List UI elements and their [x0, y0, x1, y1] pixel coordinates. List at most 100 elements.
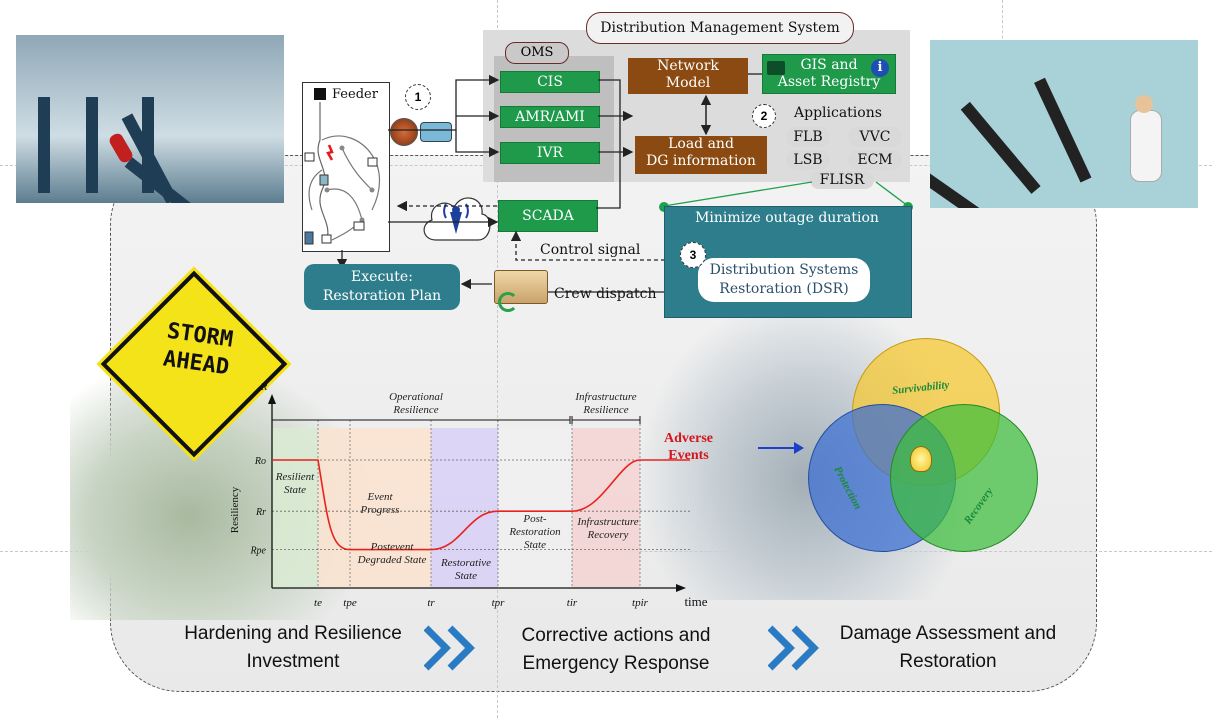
execute-restoration-box: Execute: Restoration Plan: [304, 264, 460, 310]
chart-span-label-4: Resilience: [582, 404, 628, 416]
recycle-arrows-icon: [498, 292, 518, 312]
chart-x-tick-0: te: [314, 597, 322, 609]
adverse-line-2: Events: [668, 448, 709, 463]
stage-corrective: Corrective actions and Emergency Respons…: [478, 622, 754, 678]
ivr-box: IVR: [500, 142, 600, 164]
step-1-badge: 1: [405, 84, 431, 110]
info-icon: i: [871, 59, 889, 77]
double-chevron-icon-2: [768, 625, 819, 671]
chart-region-label-0-1: State: [284, 484, 306, 496]
app-ecm: ECM: [848, 150, 902, 170]
stage-corrective-line-1: Corrective actions and: [521, 625, 711, 646]
resilience-chart: OperationalResilienceInfrastructureResil…: [229, 381, 708, 609]
chart-y-arrow: [268, 394, 276, 404]
chart-x-tick-1: tpe: [343, 597, 357, 609]
app-flb: FLB: [786, 127, 830, 147]
chart-region-label-5-1: Recovery: [587, 529, 629, 541]
guide-line-v1: [497, 0, 498, 718]
chart-span-label-1: Operational: [389, 391, 443, 403]
gis-line-1: GIS and: [800, 57, 858, 73]
stage-damage: Damage Assessment and Restoration: [808, 620, 1088, 676]
computer-icon: [767, 61, 785, 75]
chart-y-label: Resiliency: [229, 486, 241, 533]
feeder-icon: [314, 88, 326, 100]
lightbulb-icon: [910, 446, 932, 472]
chart-y-axis-letter: R: [260, 381, 268, 393]
chart-region-4: [498, 428, 572, 588]
oms-label: OMS: [505, 42, 569, 64]
adverse-line-1: Adverse: [664, 431, 713, 446]
adverse-events-label: Adverse Events: [664, 430, 713, 464]
app-lsb: LSB: [786, 150, 830, 170]
chart-region-label-4-2: State: [524, 539, 546, 551]
chart-resiliency-line: [272, 459, 690, 551]
chart-y-tick-0: Ro: [254, 456, 266, 467]
meter-icon: [390, 118, 418, 146]
chart-region-label-3-0: Restorative: [440, 557, 491, 569]
chart-region-label-4-1: Restoration: [508, 526, 561, 538]
dsr-line-1: Distribution Systems: [709, 262, 859, 278]
feeder-label: Feeder: [332, 87, 378, 102]
chart-span-label-2: Resilience: [392, 404, 438, 416]
step-3-badge: 3: [680, 242, 706, 268]
chart-x-tick-5: tpir: [632, 597, 649, 609]
control-signal-label: Control signal: [540, 242, 641, 258]
chart-region-label-5-0: Infrastructure: [576, 516, 638, 528]
stage-hardening: Hardening and Resilience Investment: [148, 620, 438, 676]
chart-region-3: [431, 428, 498, 588]
stage-damage-line-2: Restoration: [899, 651, 997, 672]
chart-x-tick-3: tpr: [492, 597, 506, 609]
chart-region-label-3-1: State: [455, 570, 477, 582]
chart-region-label-2-1: Degraded State: [357, 554, 427, 566]
load-dg-line-2: DG information: [646, 153, 756, 169]
minimize-outage-label: Minimize outage duration: [695, 210, 879, 226]
chart-x-tick-2: tr: [427, 597, 435, 609]
domino-photo-left: [16, 35, 284, 203]
chart-x-label: time: [684, 594, 707, 609]
feeder-panel: [302, 82, 390, 252]
adverse-arrow: [758, 442, 804, 454]
network-model-box: Network Model: [628, 58, 748, 94]
chart-region-label-2-0: Postevent: [370, 541, 415, 553]
wireless-cloud-icon: [423, 197, 491, 241]
chart-region-label-0-0: Resilient: [275, 471, 315, 483]
network-model-line-1: Network: [657, 58, 719, 74]
load-dg-box: Load and DG information: [635, 136, 767, 174]
double-chevron-icon-1: [424, 625, 475, 671]
venn-recovery: [890, 404, 1038, 552]
stage-hardening-line-1: Hardening and Resilience: [184, 623, 402, 644]
app-flisr: FLISR: [810, 171, 874, 189]
chart-y-tick-2: Rpe: [249, 546, 266, 557]
execute-line-1: Execute:: [351, 269, 413, 285]
chart-region-label-4-0: Post-: [522, 513, 547, 525]
chart-x-arrow: [676, 584, 686, 592]
domino-photo-right: [930, 40, 1198, 208]
dsr-box: Distribution Systems Restoration (DSR): [698, 258, 870, 302]
pushing-man-figure: [1130, 110, 1162, 182]
scada-box: SCADA: [498, 200, 598, 232]
chart-y-tick-1: Rr: [255, 507, 266, 518]
chart-region-1: [318, 428, 431, 588]
load-dg-line-1: Load and: [668, 136, 734, 152]
stage-damage-line-1: Damage Assessment and: [839, 623, 1057, 644]
app-vvc: VVC: [848, 127, 902, 147]
gis-box: i GIS and Asset Registry: [762, 54, 896, 94]
step-2-badge: 2: [752, 104, 776, 128]
stage-corrective-line-2: Emergency Response: [522, 653, 710, 674]
stage-hardening-line-2: Investment: [246, 651, 340, 672]
chart-span-label-3: Infrastructure: [574, 391, 636, 403]
dms-title: Distribution Management System: [586, 12, 854, 44]
telephone-icon: [420, 122, 452, 142]
crew-dispatch-label: Crew dispatch: [554, 286, 657, 302]
network-model-line-2: Model: [665, 75, 711, 91]
chart-region-label-1-1: Progress: [360, 504, 400, 516]
cis-box: CIS: [500, 71, 600, 93]
chart-x-tick-4: tir: [567, 597, 578, 609]
amr-box: AMR/AMI: [500, 106, 600, 128]
dsr-line-2: Restoration (DSR): [719, 281, 849, 297]
chart-region-0: [272, 428, 318, 588]
feeder-network-drawing: [304, 102, 381, 245]
chart-region-5: [572, 428, 640, 588]
applications-label: Applications: [794, 105, 882, 121]
